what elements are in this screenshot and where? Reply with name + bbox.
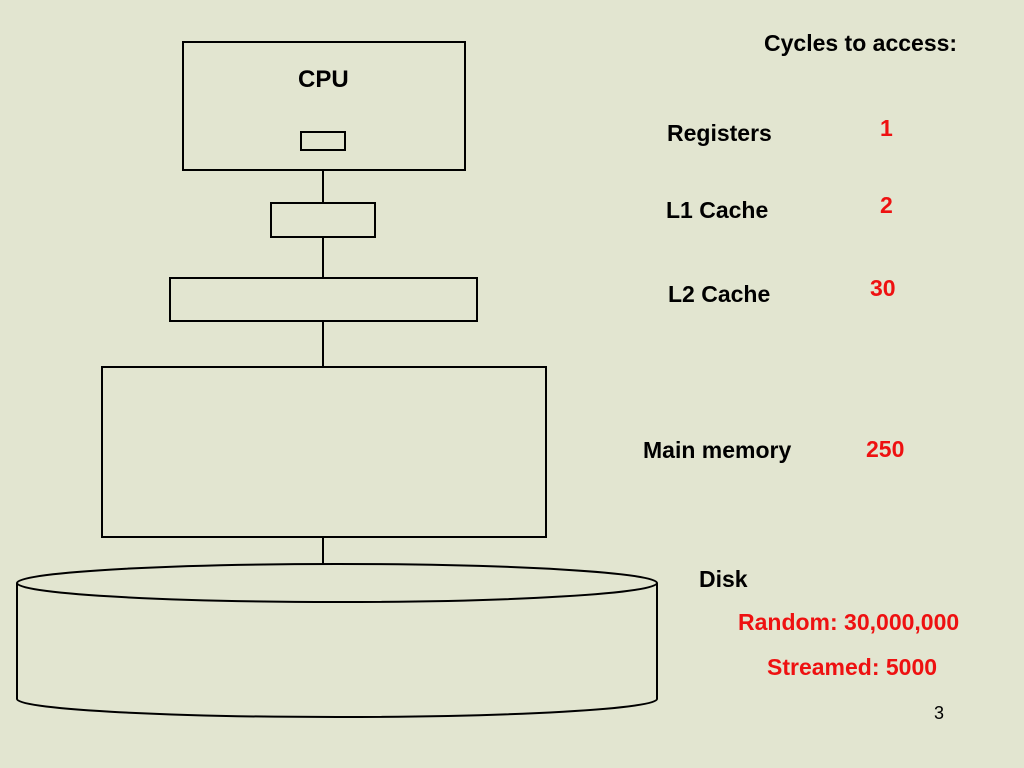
cpu-box xyxy=(182,41,466,171)
l2-cache-cycles: 30 xyxy=(870,275,896,301)
main-memory-label: Main memory xyxy=(643,437,792,463)
disk-random-cycles: Random: 30,000,000 xyxy=(738,609,960,635)
disk-streamed-cycles: Streamed: 5000 xyxy=(767,654,938,680)
l2-cache-label: L2 Cache xyxy=(668,281,771,307)
registers-label: Registers xyxy=(667,120,772,146)
connector-l2-main xyxy=(322,321,324,367)
registers-cycles: 1 xyxy=(880,115,893,141)
main-memory-cycles: 250 xyxy=(866,436,905,462)
slide-number: 3 xyxy=(934,703,945,723)
main-memory-box xyxy=(101,366,547,538)
l1-cache-cycles: 2 xyxy=(880,192,893,218)
registers-box xyxy=(300,131,346,151)
cpu-label: CPU xyxy=(298,66,349,93)
cycles-title: Cycles to access: xyxy=(764,30,958,56)
disk-label: Disk xyxy=(699,566,748,592)
connector-main-disk xyxy=(322,537,324,565)
connector-cpu-l1 xyxy=(322,170,324,203)
l1-cache-label: L1 Cache xyxy=(666,197,769,223)
connector-l1-l2 xyxy=(322,237,324,278)
